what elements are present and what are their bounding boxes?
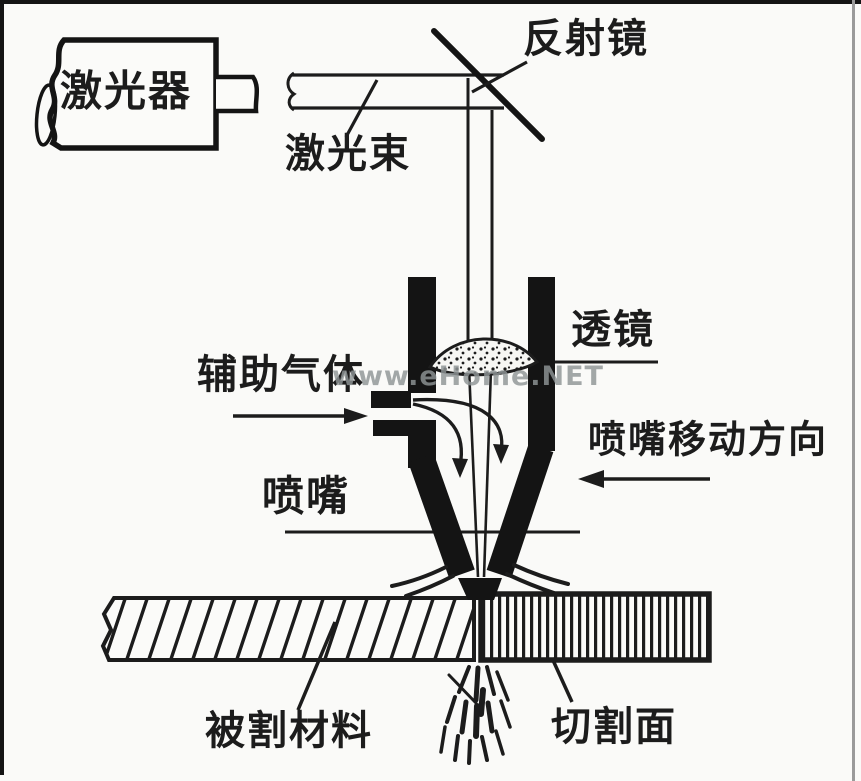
lens-label: 透镜 — [571, 307, 655, 353]
splash-left-2 — [404, 574, 455, 598]
cut-face-label: 切割面 — [551, 704, 677, 750]
gas-streamline-2 — [412, 397, 504, 453]
left-border — [0, 0, 4, 775]
reflector-mirror — [431, 28, 545, 142]
nozzle-label: 喷嘴 — [262, 472, 350, 521]
laser-output-stub — [216, 74, 260, 114]
nozzle-cone-left — [408, 453, 475, 579]
top-border — [0, 0, 861, 4]
reflector-leader-line — [471, 60, 528, 94]
assist-gas-arrowhead — [344, 408, 368, 424]
laser-beam-label: 激光束 — [285, 131, 411, 177]
laser-source-box — [34, 37, 260, 151]
gas-arrowhead-2 — [493, 444, 509, 464]
laser-beam-vertical — [466, 78, 494, 578]
material-label: 被割材料 — [205, 708, 373, 754]
cut-face-hatched-section — [478, 591, 712, 663]
direction-label: 喷嘴移动方向 — [588, 418, 828, 462]
beam-tube-left-end — [286, 71, 297, 112]
laser-beam-leader-line — [344, 79, 379, 138]
reflector-label: 反射镜 — [523, 16, 649, 62]
gas-flow-streamlines — [412, 397, 509, 478]
laser-label: 激光器 — [60, 67, 192, 116]
splash-right-1 — [512, 563, 570, 586]
beam-focus-left-line — [467, 367, 480, 578]
gas-arrowhead-1 — [452, 458, 468, 478]
nozzle-tip-contact — [458, 578, 502, 600]
nozzle-left-wall-upper — [408, 277, 436, 393]
cylinder-break-loop — [34, 83, 58, 147]
direction-arrowhead — [578, 470, 604, 488]
material-leader-line — [296, 621, 337, 711]
direction-arrow — [578, 470, 710, 488]
workpiece-hatched-section — [100, 596, 476, 662]
cut-face-leader-line — [550, 657, 574, 703]
right-border — [852, 0, 855, 781]
focusing-lens — [427, 337, 540, 377]
gas-streamline-1 — [412, 402, 463, 467]
watermark-text: www.eHome.NET — [332, 361, 604, 392]
splash-right-2 — [505, 572, 556, 595]
nozzle-cone-right — [486, 443, 554, 579]
gas-inlet-lower-bar — [373, 420, 411, 436]
cutting-splash — [390, 563, 570, 598]
lens-shape — [427, 337, 540, 377]
cut-face-section — [478, 591, 712, 663]
assist-gas-arrow — [233, 408, 368, 424]
beam-focus-right-line — [482, 367, 493, 578]
debris-spray — [439, 665, 512, 765]
assist-gas-label: 辅助气体 — [197, 352, 365, 398]
workpiece-material — [100, 596, 476, 662]
splash-left-1 — [390, 565, 448, 588]
gas-inlet-upper-bar — [371, 391, 411, 408]
